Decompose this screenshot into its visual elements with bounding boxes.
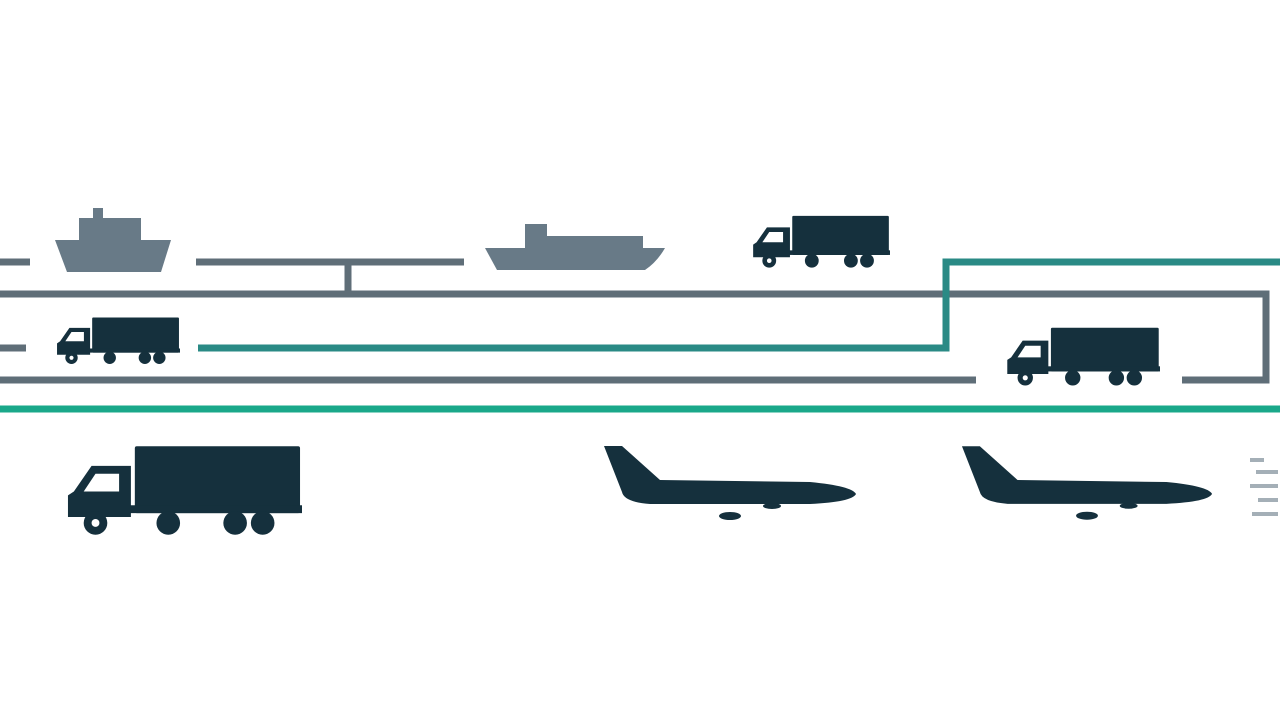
route-lines xyxy=(0,258,1280,413)
cargo-ship-icon xyxy=(485,224,665,270)
route-line xyxy=(0,290,1270,384)
delivery-truck-icon xyxy=(1007,327,1160,386)
airplane-icon xyxy=(604,446,856,520)
delivery-truck-icon xyxy=(57,317,180,364)
motion-streaks xyxy=(1250,458,1278,516)
route-line xyxy=(198,258,1280,352)
delivery-truck-icon xyxy=(753,215,890,268)
airplane-icon xyxy=(961,446,1213,520)
ship-icon xyxy=(55,208,171,272)
delivery-truck-icon xyxy=(67,446,302,535)
